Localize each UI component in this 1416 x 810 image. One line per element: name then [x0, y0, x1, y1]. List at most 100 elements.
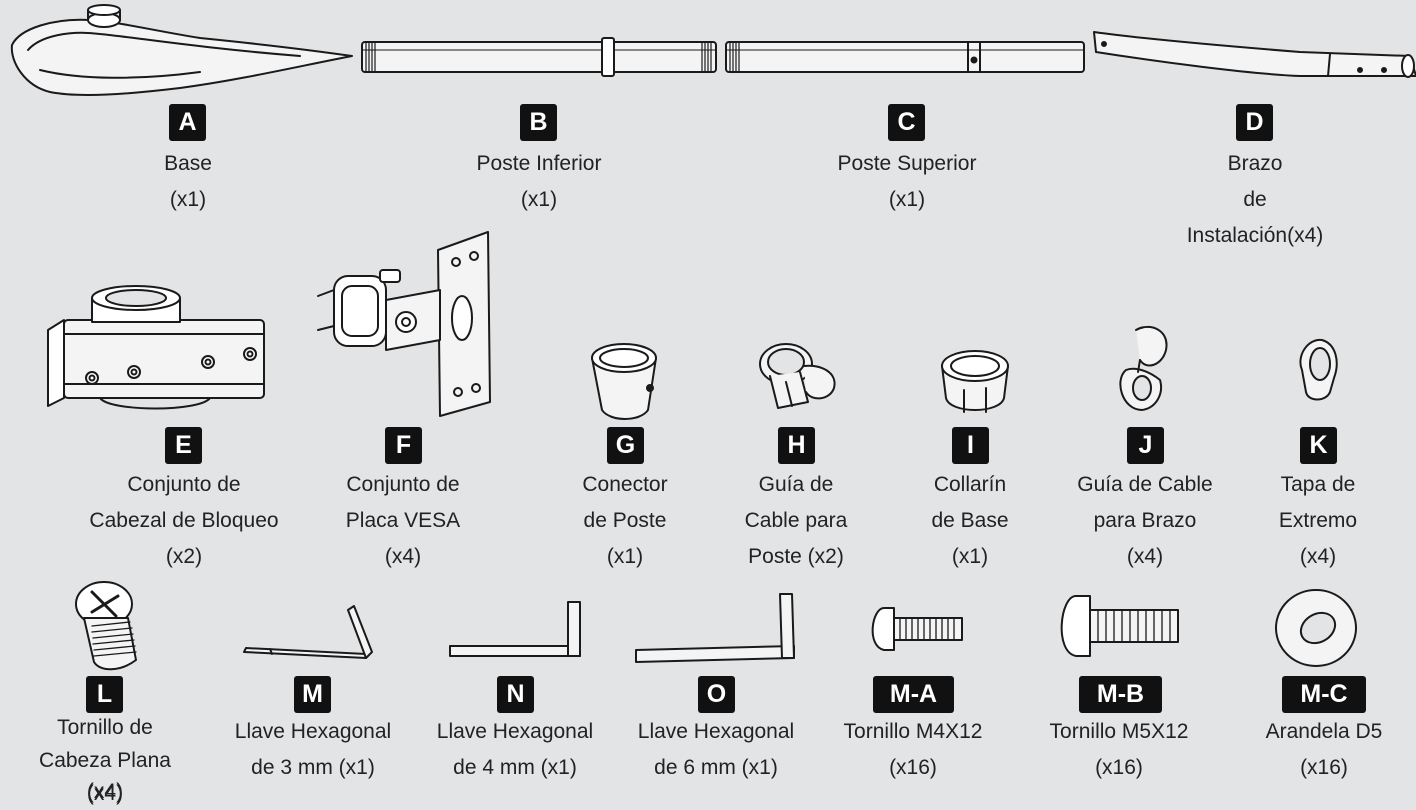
label-N: Llave Hexagonal de 4 mm (x1): [420, 714, 610, 786]
badge-M: M: [294, 676, 331, 713]
label-G-line-1: Conector: [582, 473, 668, 496]
label-M-B: Tornillo M5X12 (x16): [1029, 714, 1209, 786]
label-J-line-1: Guía de Cable: [1077, 473, 1213, 496]
label-M-line-1: Llave Hexagonal: [234, 720, 392, 743]
screw-m4x12-icon: [871, 607, 963, 651]
badge-M-C: M-C: [1282, 676, 1366, 713]
label-E: Conjunto de Cabezal de Bloqueo (x2): [74, 467, 294, 575]
label-D-line-3: Instalación(x4): [1186, 224, 1324, 247]
end-cap-icon: [1299, 338, 1338, 401]
label-M-A-line-2: (x16): [889, 756, 937, 779]
washer-d5-icon: [1275, 589, 1357, 667]
label-F-line-3: (x4): [384, 545, 422, 568]
label-E-line-2: Cabezal de Bloqueo: [89, 509, 279, 532]
badge-G: G: [607, 427, 644, 464]
label-M: Llave Hexagonal de 3 mm (x1): [218, 714, 408, 786]
post-cable-guide-icon: [759, 343, 836, 409]
badge-A: A: [169, 104, 206, 141]
label-G: Conector de Poste (x1): [555, 467, 695, 575]
label-C: Poste Superior (x1): [807, 146, 1007, 218]
label-G-line-2: de Poste: [583, 509, 667, 532]
mounting-arm-icon: [1093, 31, 1416, 78]
label-H-line-1: Guía de: [758, 473, 834, 496]
label-A-line-2: (x1): [169, 188, 207, 211]
badge-O: O: [698, 676, 735, 713]
label-J: Guía de Cable para Brazo (x4): [1060, 467, 1230, 575]
lower-post-icon: [361, 37, 717, 77]
badge-B: B: [520, 104, 557, 141]
badge-J: J: [1127, 427, 1164, 464]
arm-cable-guide-icon: [1119, 325, 1168, 411]
label-B-line-2: (x1): [520, 188, 558, 211]
label-F-line-2: Placa VESA: [345, 509, 461, 532]
label-A-line-1: Base: [164, 152, 212, 175]
label-L: Tornillo de Cabeza Plana (x4): [20, 711, 190, 810]
locking-head-icon: [47, 285, 265, 410]
label-M-C: Arandela D5 (x16): [1234, 714, 1414, 786]
label-O-line-1: Llave Hexagonal: [637, 720, 795, 743]
badge-E: E: [165, 427, 202, 464]
label-D: Brazo de Instalación(x4): [1155, 146, 1355, 254]
label-E-line-1: Conjunto de: [127, 473, 241, 496]
label-M-C-line-2: (x16): [1300, 756, 1348, 779]
label-M-A: Tornillo M4X12 (x16): [823, 714, 1003, 786]
badge-D: D: [1236, 104, 1273, 141]
label-O: Llave Hexagonal de 6 mm (x1): [621, 714, 811, 786]
label-I: Collarín de Base (x1): [900, 467, 1040, 575]
badge-I: I: [952, 427, 989, 464]
hex-key-4mm-icon: [449, 601, 581, 657]
label-E-line-3: (x2): [165, 545, 203, 568]
label-H-line-3: Poste (x2): [748, 545, 844, 568]
badge-L: L: [86, 676, 123, 713]
badge-H: H: [778, 427, 815, 464]
base-collar-icon: [941, 350, 1009, 413]
label-O-line-2: de 6 mm (x1): [654, 756, 778, 779]
label-G-line-3: (x1): [606, 545, 644, 568]
label-M-B-line-1: Tornillo M5X12: [1049, 720, 1189, 743]
badge-M-A: M-A: [873, 676, 954, 713]
label-M-B-line-2: (x16): [1095, 756, 1143, 779]
label-K-line-3: (x4): [1299, 545, 1337, 568]
label-H: Guía de Cable para Poste (x2): [726, 467, 866, 575]
label-M-A-line-1: Tornillo M4X12: [843, 720, 983, 743]
label-I-line-1: Collarín: [933, 473, 1007, 496]
badge-F: F: [385, 427, 422, 464]
hex-key-6mm-icon: [635, 593, 795, 663]
label-N-line-2: de 4 mm (x1): [453, 756, 577, 779]
label-L-line-1: Tornillo de: [57, 716, 153, 739]
label-C-line-1: Poste Superior: [837, 152, 977, 175]
flat-head-screw-icon: [75, 581, 137, 671]
hex-key-3mm-icon: [243, 605, 373, 659]
label-I-line-2: de Base: [931, 509, 1009, 532]
label-A: Base (x1): [88, 146, 288, 218]
label-L-line-2: Cabeza Plana: [39, 749, 171, 772]
label-J-line-3: (x4): [1126, 545, 1164, 568]
upper-post-icon: [725, 41, 1085, 73]
label-K-line-1: Tapa de: [1280, 473, 1356, 496]
screw-m5x12-icon: [1060, 595, 1179, 657]
label-C-line-2: (x1): [888, 188, 926, 211]
label-N-line-1: Llave Hexagonal: [436, 720, 594, 743]
label-D-line-1: Brazo: [1227, 152, 1283, 175]
label-B-line-1: Poste Inferior: [476, 152, 602, 175]
label-H-line-2: Cable para: [744, 509, 848, 532]
label-F: Conjunto de Placa VESA (x4): [313, 467, 493, 575]
badge-C: C: [888, 104, 925, 141]
label-B: Poste Inferior (x1): [439, 146, 639, 218]
badge-M-B: M-B: [1079, 676, 1162, 713]
label-K: Tapa de Extremo (x4): [1248, 467, 1388, 575]
post-connector-icon: [591, 343, 657, 420]
label-I-line-3: (x1): [951, 545, 989, 568]
badge-K: K: [1300, 427, 1337, 464]
label-K-line-2: Extremo: [1278, 509, 1358, 532]
badge-N: N: [497, 676, 534, 713]
label-M-C-line-1: Arandela D5: [1265, 720, 1383, 743]
label-D-line-2: de: [1243, 188, 1267, 211]
label-L-line-3: (x4): [86, 782, 124, 805]
label-F-line-1: Conjunto de: [346, 473, 460, 496]
base-icon: [10, 4, 353, 96]
vesa-plate-icon: [317, 231, 491, 417]
label-M-line-2: de 3 mm (x1): [251, 756, 375, 779]
